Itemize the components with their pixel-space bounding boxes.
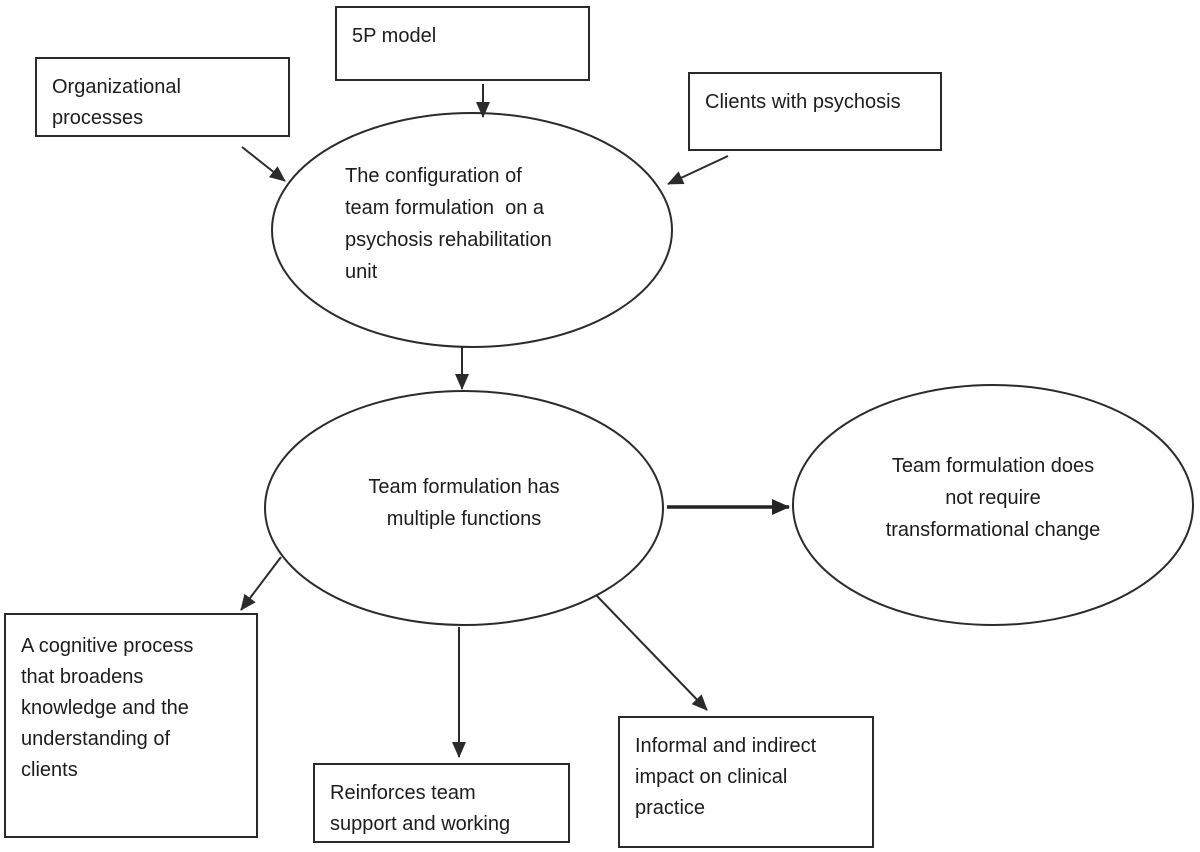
- arrow-multiple-functions-to-informal-impact: [596, 595, 708, 711]
- node-cognitive-process: A cognitive process that broadens knowle…: [4, 613, 258, 838]
- arrow-multiple-functions-to-cognitive-process: [240, 556, 282, 611]
- node-reinforces-team-label: Reinforces team support and working: [330, 782, 511, 835]
- arrow-organizational-to-configuration: [241, 146, 286, 182]
- node-no-transformational-change-label: Team formulation does not require transf…: [885, 455, 1101, 541]
- ellipse-no-transformational-change: [792, 384, 1194, 626]
- node-cognitive-process-label: A cognitive process that broadens knowle…: [21, 635, 194, 781]
- node-configuration-label: The configuration of team formulation on…: [345, 165, 552, 283]
- node-multiple-functions-label: Team formulation has multiple functions: [368, 476, 560, 530]
- node-5p-model: 5P model: [335, 6, 590, 81]
- ellipse-configuration: [271, 112, 673, 348]
- node-informal-impact: Informal and indirect impact on clinical…: [618, 716, 874, 848]
- ellipse-multiple-functions: [264, 390, 664, 626]
- node-clients-with-psychosis-label: Clients with psychosis: [705, 91, 901, 113]
- node-reinforces-team: Reinforces team support and working: [313, 763, 570, 843]
- node-informal-impact-label: Informal and indirect impact on clinical…: [635, 735, 817, 819]
- node-clients-with-psychosis: Clients with psychosis: [688, 72, 942, 151]
- node-5p-model-label: 5P model: [352, 25, 437, 47]
- arrow-clients-to-configuration: [667, 155, 729, 185]
- node-organizational-processes: Organizational processes: [35, 57, 290, 137]
- node-organizational-processes-label: Organizational processes: [52, 76, 181, 129]
